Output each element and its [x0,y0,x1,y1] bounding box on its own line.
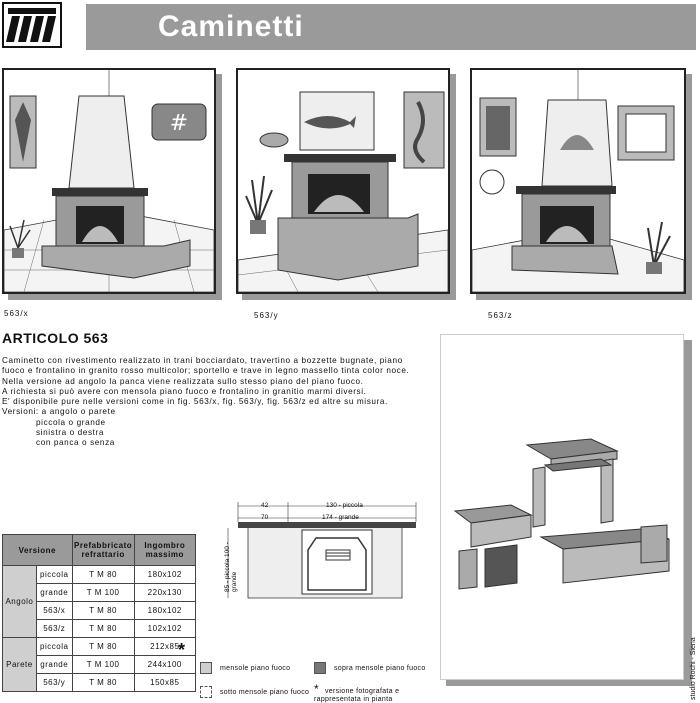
group-angolo: Angolo [2,565,37,638]
row-size: 244x100 [133,655,197,674]
row-label: piccola [35,637,73,656]
page-title: Caminetti [158,10,304,43]
dim-label: 130 - piccola [326,502,363,509]
row-label: 563/x [35,601,73,620]
legend-item-light: mensole piano fuoco [200,662,318,674]
asterisk-marker: * [178,640,186,660]
paragraph: A richiesta si può avere con mensola pia… [2,386,367,396]
article-body: Caminetto con rivestimento realizzato in… [2,356,422,449]
title-bar [86,4,696,50]
legend: mensole piano fuoco sopra mensole piano … [200,660,440,703]
group-parete: Parete [2,637,37,692]
row-size: 180x102 [133,601,197,620]
fireplace-illustration-z [470,68,686,294]
paragraph: Versioni: a angolo o parete [2,407,116,417]
dim-label: 70 [261,514,269,521]
version-option: sinistra o destra [36,428,104,438]
version-option: piccola o grande [36,417,106,427]
row-prefab: T M 80 [71,601,135,620]
row-prefab: T M 80 [71,637,135,656]
fireplace-illustration-x: # [2,68,216,294]
row-size: 150x85 [133,673,197,692]
row-prefab: T M 80 [71,673,135,692]
caption-563y: 563/y [254,311,279,320]
row-size: 180x102 [133,565,197,584]
row-prefab: T M 100 [71,583,135,602]
svg-text:#: # [170,111,188,136]
header-version: Versione [2,534,73,566]
paragraph: E' disponibile pure nelle versioni come … [2,397,388,407]
row-label: 563/z [35,619,73,638]
row-label: grande [35,655,73,674]
paragraph: Nella versione ad angolo la panca viene … [2,376,364,386]
legend-label: versione fotografata e rappresentata in … [314,688,400,703]
asterisk-icon: * [314,682,319,696]
row-prefab: T M 80 [71,565,135,584]
header-prefab: Prefabbricato refrattario [71,534,135,566]
swatch-dashed [200,686,212,698]
row-size: 220x130 [133,583,197,602]
legend-label: sopra mensole piano fuoco [334,664,426,672]
legend-label: sotto mensole piano fuoco [220,688,310,696]
legend-item-dark: sopra mensole piano fuoco [314,662,444,674]
dim-label-side: 85 - piccola 100 - grande [224,542,238,592]
article-heading: ARTICOLO 563 [2,330,109,346]
caption-563z: 563/z [488,311,513,320]
swatch-dark [314,662,326,674]
version-option: con panca o senza [36,438,115,448]
row-label: grande [35,583,73,602]
brand-logo [2,2,62,48]
dim-label: 174 - grande [322,514,359,521]
row-prefab: T M 100 [71,655,135,674]
legend-label: mensole piano fuoco [220,664,291,672]
swatch-light [200,662,212,674]
dim-label: 42 [261,502,269,509]
header-size: Ingombro massimo [133,534,197,566]
row-label: piccola [35,565,73,584]
row-size: 102x102 [133,619,197,638]
paragraph: Caminetto con rivestimento realizzato in… [2,356,410,376]
row-label: 563/y [35,673,73,692]
row-prefab: T M 80 [71,619,135,638]
legend-item-dashed: sotto mensole piano fuoco [200,686,318,698]
spec-table: Versione Prefabbricato refrattario Ingom… [2,534,197,692]
caption-563x: 563/x [4,309,29,318]
photo-credit: studio Rochi - Siena [690,637,697,700]
fireplace-illustration-y [236,68,450,294]
exploded-view [440,334,684,680]
row-size: 212x85 [133,637,197,656]
plan-diagram [216,498,420,638]
